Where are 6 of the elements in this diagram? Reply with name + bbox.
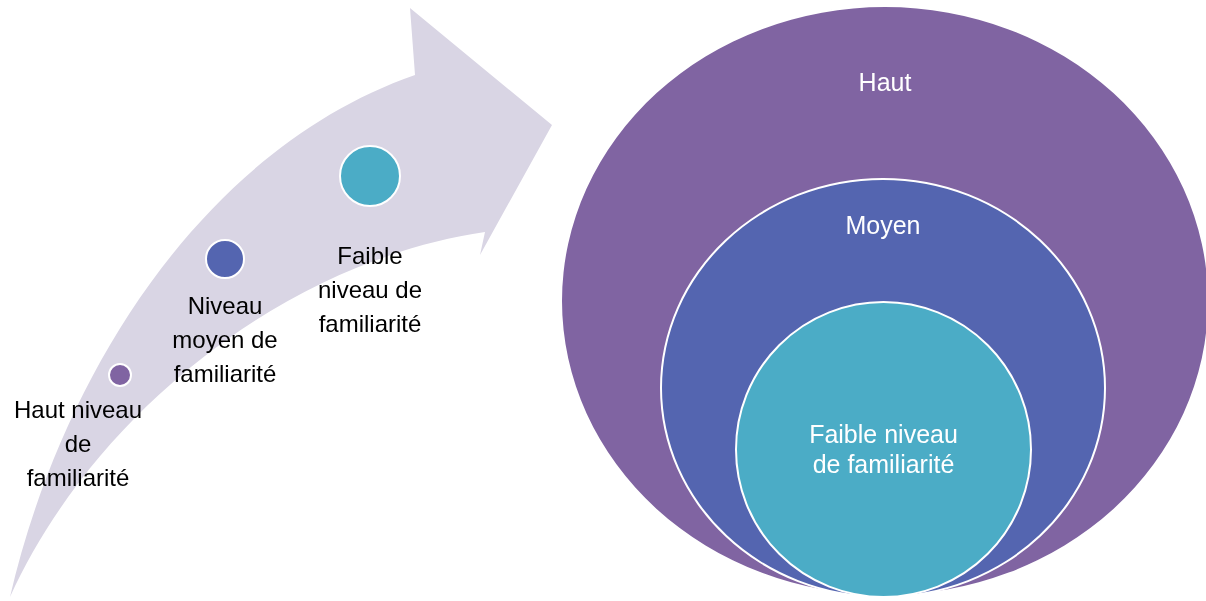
- circle-label: Haut: [857, 67, 913, 97]
- circle-label: Faible niveau de familiarité: [808, 419, 959, 479]
- circle-label: Moyen: [844, 210, 922, 240]
- dot-label: Niveau moyen de familiarité: [171, 291, 279, 389]
- dot-label: Haut niveau de familiarité: [12, 395, 144, 493]
- dot-label: Faible niveau de familiarité: [316, 241, 424, 339]
